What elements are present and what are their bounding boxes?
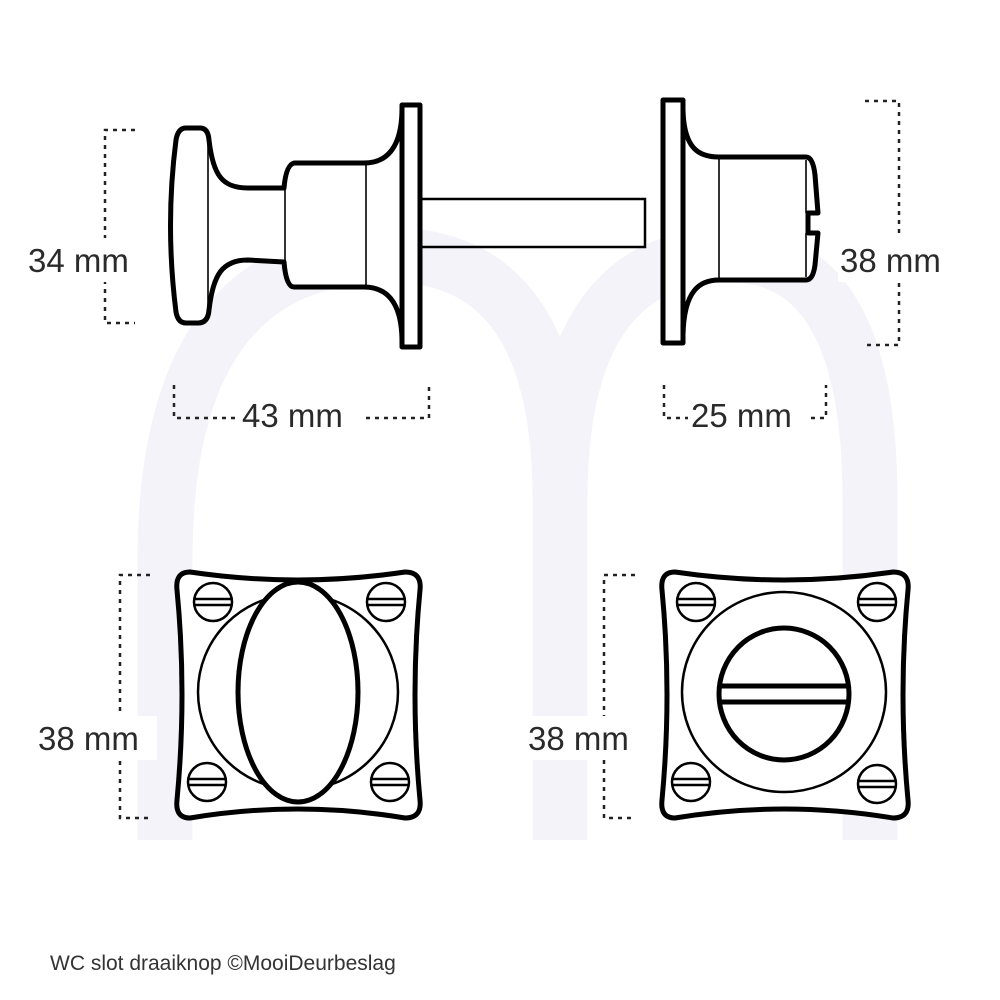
screw-icon [856, 581, 898, 623]
dimension-label: 38 mm [528, 720, 629, 757]
dimension-indicator-depth: 25 mm [662, 385, 828, 436]
screw-icon [365, 581, 407, 623]
screw-icon [192, 581, 234, 623]
indicator-side-view [660, 97, 821, 346]
dimension-label: 38 mm [38, 720, 139, 757]
dimension-label: 38 mm [840, 242, 941, 279]
knob-rose-front-view [174, 569, 423, 821]
screw-icon [670, 761, 712, 803]
screw-icon [856, 763, 898, 805]
screw-icon [369, 761, 411, 803]
dimension-indicator-rose-height: 38 mm [525, 573, 647, 820]
screw-icon [186, 761, 228, 803]
dimension-knob-depth: 43 mm [172, 385, 431, 436]
dimension-indicator-height: 38 mm [838, 99, 960, 347]
caption: WC slot draaiknop ©MooiDeurbeslag [50, 952, 396, 975]
screw-icon [675, 581, 717, 623]
dimension-knob-height: 34 mm [25, 128, 150, 325]
indicator-rose-front-view [659, 569, 911, 821]
dimension-label: 34 mm [28, 242, 129, 279]
dimension-knob-rose-height: 38 mm [35, 573, 157, 820]
dimension-label: 25 mm [691, 397, 792, 434]
dimension-label: 43 mm [242, 397, 343, 434]
knob-side-view [168, 102, 647, 350]
